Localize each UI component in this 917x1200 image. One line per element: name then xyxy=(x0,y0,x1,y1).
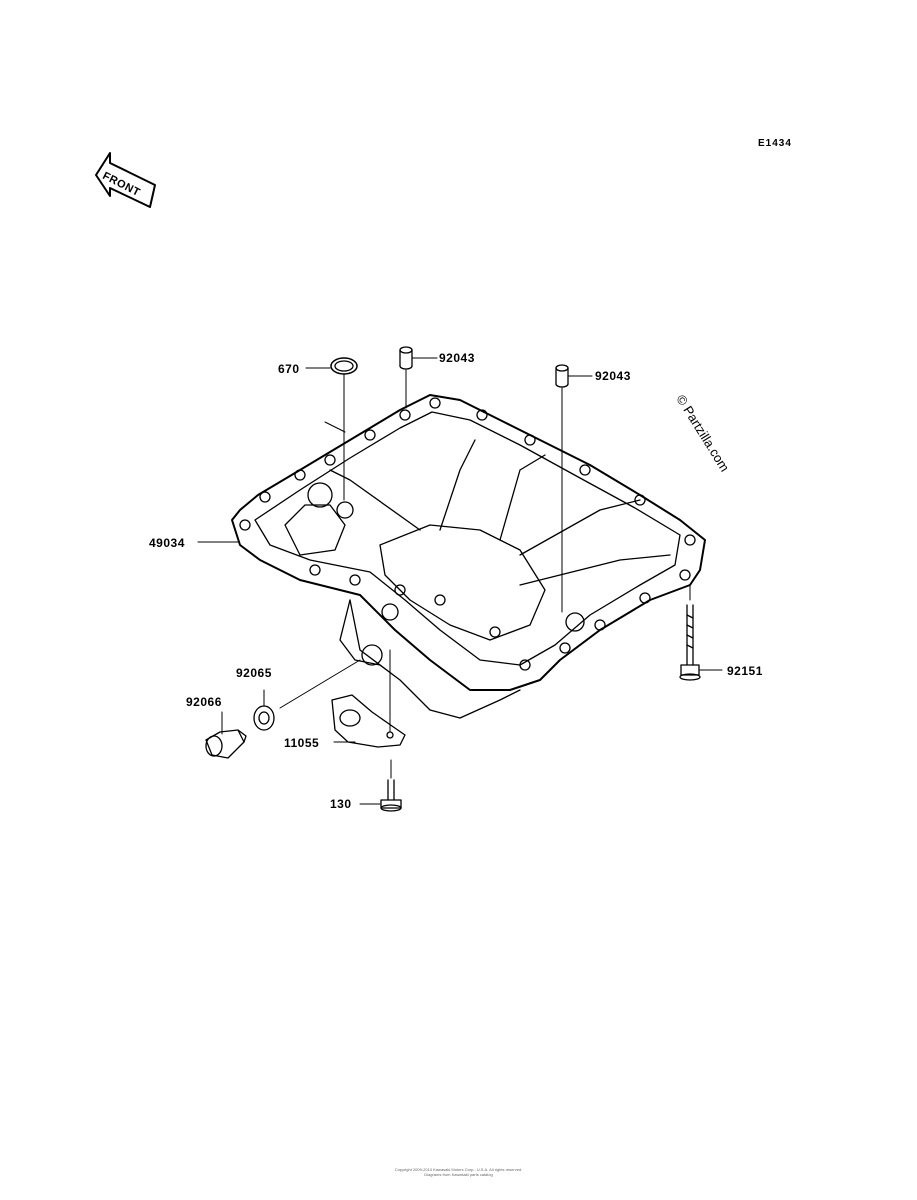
bolt-130 xyxy=(380,779,402,812)
part-label-49034[interactable]: 49034 xyxy=(149,536,185,550)
dowel-pin-92043-a xyxy=(399,346,413,370)
part-label-92043-a[interactable]: 92043 xyxy=(439,351,475,365)
footer-line-2: Diagrams from Kawasaki parts catalog xyxy=(424,1172,493,1177)
front-arrow-icon xyxy=(95,152,156,208)
part-label-670[interactable]: 670 xyxy=(278,362,300,376)
dowel-pin-92043-b xyxy=(555,364,569,388)
diagram-code: E1434 xyxy=(758,138,792,149)
footer: Copyright 2009-2010 Kawasaki Motors Corp… xyxy=(0,1167,917,1177)
drain-plug-92066 xyxy=(205,729,247,759)
part-label-92065[interactable]: 92065 xyxy=(236,666,272,680)
part-label-130[interactable]: 130 xyxy=(330,797,352,811)
part-label-92151[interactable]: 92151 xyxy=(727,664,763,678)
leader-lines xyxy=(197,357,723,805)
gasket-92065 xyxy=(253,705,275,731)
part-label-11055[interactable]: 11055 xyxy=(284,736,320,750)
bracket-11055 xyxy=(331,694,406,748)
oil-pan xyxy=(231,394,706,719)
part-label-92043-b[interactable]: 92043 xyxy=(595,369,631,383)
part-label-92066[interactable]: 92066 xyxy=(186,695,222,709)
footer-line-1: Copyright 2009-2010 Kawasaki Motors Corp… xyxy=(394,1167,523,1172)
bolt-92151 xyxy=(679,604,701,681)
